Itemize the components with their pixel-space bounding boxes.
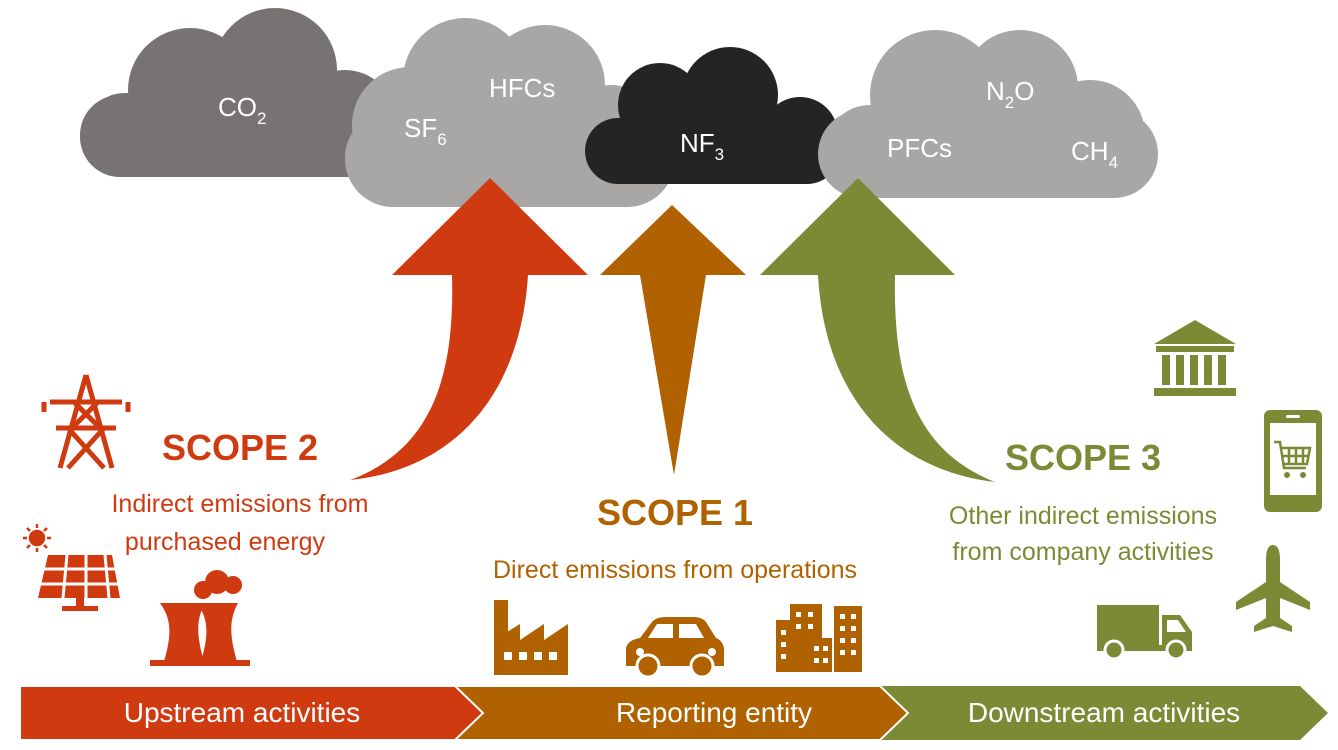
factory-icon bbox=[494, 600, 568, 675]
scope2-title: SCOPE 2 bbox=[162, 427, 318, 468]
cloud-nf3 bbox=[585, 47, 840, 184]
cloud-co2 bbox=[80, 8, 410, 177]
car-icon bbox=[626, 617, 724, 679]
truck-icon bbox=[1097, 605, 1192, 661]
phone-cart-icon bbox=[1264, 410, 1322, 512]
gas-label-pfcs: PFCs bbox=[887, 133, 952, 163]
scope2-arrow bbox=[350, 178, 588, 480]
scope3-desc-line1: Other indirect emissions bbox=[949, 502, 1217, 530]
scope1-title: SCOPE 1 bbox=[597, 492, 753, 533]
power-tower-icon bbox=[41, 374, 131, 470]
scope2-desc-line2: purchased energy bbox=[125, 528, 326, 556]
scope3-title: SCOPE 3 bbox=[1005, 437, 1161, 478]
scope2-desc-line1: Indirect emissions from bbox=[111, 490, 368, 518]
band-upstream bbox=[19, 685, 485, 741]
band-reporting-label: Reporting entity bbox=[616, 697, 812, 728]
band-upstream-label: Upstream activities bbox=[124, 697, 361, 728]
gas-label-ch4: CH4 bbox=[1071, 136, 1118, 172]
airplane-icon bbox=[1236, 545, 1310, 632]
cloud-pfcs-n2o-ch4 bbox=[818, 30, 1158, 198]
bank-icon bbox=[1154, 320, 1236, 396]
gas-label-hfcs: HFCs bbox=[489, 73, 555, 103]
gas-label-co2: CO2 bbox=[218, 92, 266, 128]
power-plant-icon bbox=[150, 570, 250, 666]
sun-icon bbox=[23, 524, 51, 552]
gas-label-sf6: SF6 bbox=[404, 113, 447, 149]
band-downstream-label: Downstream activities bbox=[968, 697, 1240, 728]
scope1-arrow bbox=[600, 205, 746, 475]
gas-label-n2o: N2O bbox=[986, 76, 1034, 112]
solar-panel-icon bbox=[38, 554, 120, 611]
scope3-arrow bbox=[760, 178, 995, 482]
gas-label-nf3: NF3 bbox=[680, 128, 724, 164]
scope3-desc-line2: from company activities bbox=[952, 538, 1213, 566]
scope1-desc: Direct emissions from operations bbox=[493, 556, 857, 584]
band-downstream bbox=[870, 686, 1328, 740]
buildings-icon bbox=[776, 604, 862, 672]
